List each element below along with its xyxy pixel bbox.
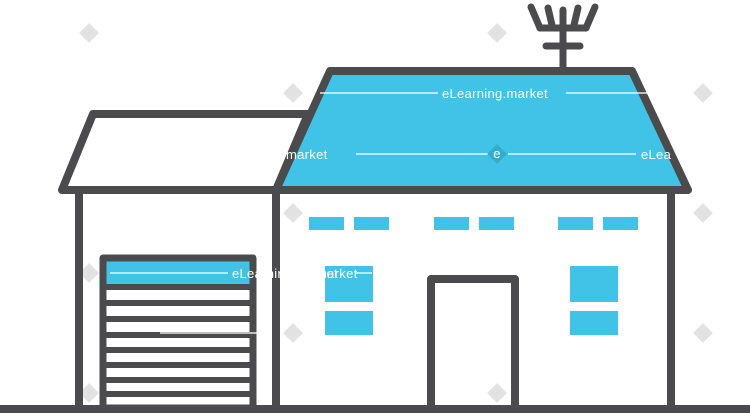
watermark-text: eLearning.market — [442, 86, 548, 101]
watermark-diamond — [487, 383, 507, 403]
watermark-diamond — [283, 323, 303, 343]
main-roof — [272, 67, 692, 194]
watermark-diamond — [693, 323, 713, 343]
watermark-diamond — [79, 23, 99, 43]
garage-door-top-panel — [106, 261, 251, 287]
watermark-diamond — [79, 383, 99, 403]
watermark-diamond — [693, 203, 713, 223]
walls — [75, 186, 675, 412]
watermark-lines — [110, 92, 662, 334]
watermark-diamond — [79, 263, 99, 283]
vent-strip — [309, 217, 344, 230]
watermark-diamond — [283, 203, 303, 223]
watermark-diamond-roof: e — [487, 144, 507, 164]
vent-strips — [309, 217, 638, 230]
vent-strip — [479, 217, 514, 230]
watermark-text: e — [493, 146, 501, 161]
garage-door-slats — [103, 284, 253, 397]
garage-roof — [58, 110, 312, 194]
watermark-text: market — [286, 147, 328, 162]
left-window — [325, 266, 373, 335]
vent-strip — [558, 217, 593, 230]
watermark-diamond — [487, 23, 507, 43]
watermark-text: market — [316, 266, 358, 281]
vent-strip — [354, 217, 389, 230]
front-door — [427, 275, 519, 408]
watermark-diamonds — [79, 23, 713, 403]
watermark-text: eLea — [641, 147, 672, 162]
right-window — [570, 266, 618, 335]
vent-strip — [603, 217, 638, 230]
vent-strip — [434, 217, 469, 230]
watermark-text: eLearning.market — [232, 266, 338, 281]
antenna — [527, 3, 599, 72]
watermark-diamond — [283, 83, 303, 103]
watermark-diamond — [693, 83, 713, 103]
